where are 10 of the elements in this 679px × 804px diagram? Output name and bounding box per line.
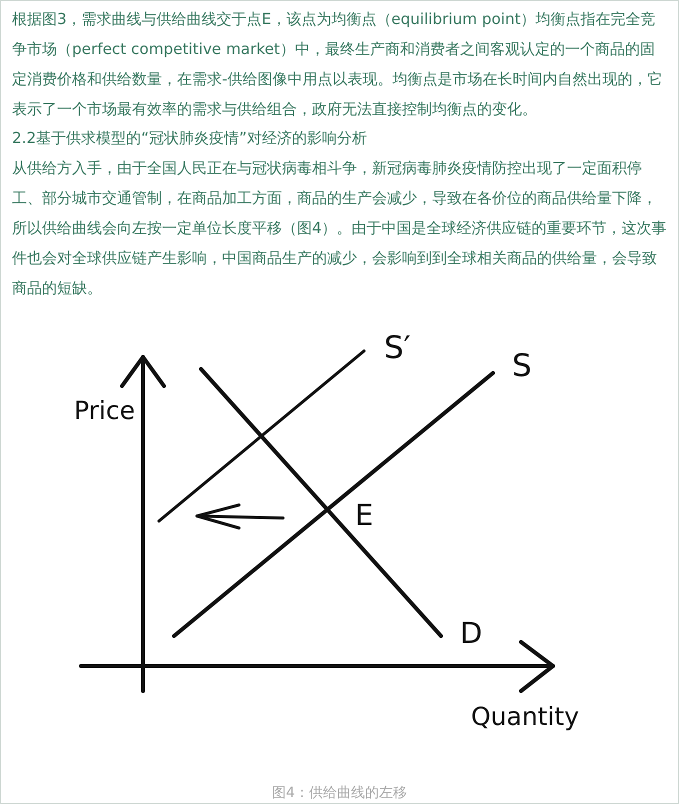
- paragraph: 从供给方入手，由于全国人民正在与冠状病毒相斗争，新冠病毒肺炎疫情防控出现了一定面积停工、部分城市交通管制，在商品加工方面，商品的生产会减少，导致在各价位的商品供给量下降，所以供给曲线会向左按一定单位长度平移（图4）。由于中国是全球经济供应链的重要环节，这次事件也会对全球供应链产生影响，中国商品生产的减少，会影响到到全球相关商品的供给量，会导致商品的短缺。: [12, 158, 668, 299]
- paragraph: 根据图3，需求曲线与供给曲线交于点E，该点为均衡点（equilibrium point）均衡点指在完全竞争市场（perfect competitive market）中，最终生产商和消费者之间客观认定的一个商品的固定消费价格和供给数量，在需求-供给图像中用点以表现。均衡点是市场在长时间内自然出现的，它表示了一个市场最有效率的需求与供给组合，政府无法直接控制均衡点的变化。: [12, 9, 664, 120]
- figure-caption: 图4：供给曲线的左移: [271, 786, 408, 800]
- axis-label: Price: [74, 398, 135, 423]
- curve-label: D: [460, 619, 482, 648]
- point-label: E: [355, 501, 374, 530]
- section-heading: 2.2基于供求模型的“冠状肺炎疫情”对经济的影响分析: [12, 128, 368, 149]
- curve-label: S′: [384, 333, 411, 364]
- axis-label: Quantity: [471, 704, 580, 729]
- curve-label: S: [512, 351, 532, 382]
